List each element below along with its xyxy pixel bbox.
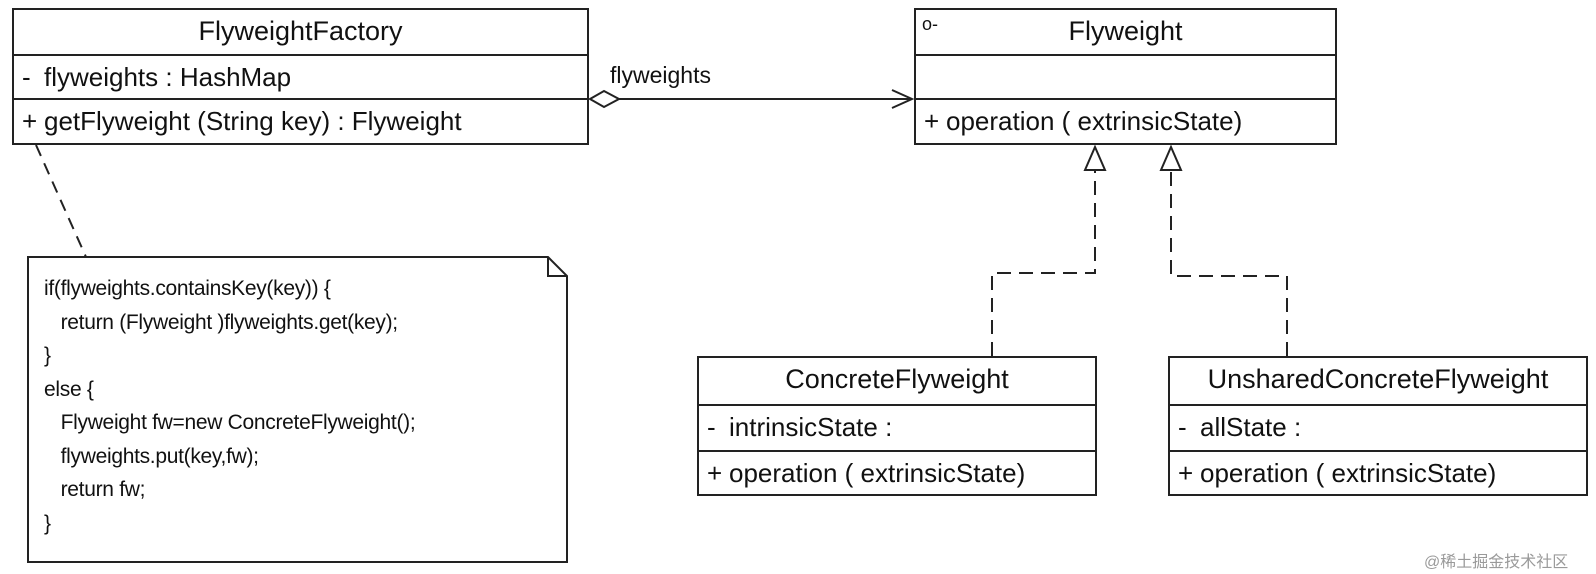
- flyweight-interface: o- Flyweight +operation ( extrinsicState…: [914, 8, 1337, 145]
- realization-line-concrete: [991, 170, 1096, 356]
- class-name: ConcreteFlyweight: [699, 358, 1095, 406]
- visibility-marker: +: [924, 106, 940, 136]
- note-box: [27, 256, 568, 563]
- operation: operation ( extrinsicState): [729, 458, 1026, 488]
- operations-section: +getFlyweight (String key) : Flyweight: [14, 100, 587, 143]
- visibility-marker: -: [22, 62, 31, 92]
- visibility-marker: +: [707, 458, 723, 488]
- aggregation-diamond: [587, 89, 622, 109]
- association-arrowhead: [891, 89, 915, 109]
- attributes-section: -intrinsicState :: [699, 406, 1095, 452]
- attribute: allState :: [1200, 412, 1302, 442]
- attributes-section: -flyweights : HashMap: [14, 56, 587, 100]
- operation: getFlyweight (String key) : Flyweight: [44, 106, 462, 136]
- operation: operation ( extrinsicState): [1200, 458, 1497, 488]
- visibility-marker: +: [22, 106, 38, 136]
- realization-line-unshared: [1170, 170, 1288, 356]
- visibility-marker: +: [1178, 458, 1194, 488]
- interface-icon: o-: [922, 14, 939, 34]
- class-name: UnsharedConcreteFlyweight: [1170, 358, 1586, 406]
- concrete-flyweight-class: ConcreteFlyweight -intrinsicState : +ope…: [697, 356, 1097, 496]
- association-label: flyweights: [610, 62, 711, 88]
- visibility-marker: -: [1178, 412, 1187, 442]
- attributes-section: -allState :: [1170, 406, 1586, 452]
- note-anchor-line: [35, 144, 87, 258]
- operation: operation ( extrinsicState): [946, 106, 1243, 136]
- realization-arrowhead-concrete: [1083, 144, 1107, 171]
- note-code: if(flyweights.containsKey(key)) { return…: [44, 277, 416, 535]
- watermark: @稀土掘金技术社区: [1424, 554, 1569, 571]
- attribute: intrinsicState :: [729, 412, 893, 442]
- realization-arrowhead-unshared: [1159, 144, 1183, 171]
- operations-section: +operation ( extrinsicState): [1170, 452, 1586, 489]
- operations-section: +operation ( extrinsicState): [699, 452, 1095, 489]
- attribute: flyweights : HashMap: [44, 62, 292, 92]
- unshared-concrete-flyweight-class: UnsharedConcreteFlyweight -allState : +o…: [1168, 356, 1588, 496]
- note-fold: [547, 257, 567, 277]
- operations-section: +operation ( extrinsicState): [916, 100, 1335, 137]
- class-name: FlyweightFactory: [14, 10, 587, 56]
- flyweight-factory-class: FlyweightFactory -flyweights : HashMap +…: [12, 8, 589, 145]
- attributes-section: [916, 56, 1335, 100]
- visibility-marker: -: [707, 412, 716, 442]
- class-name: Flyweight: [916, 10, 1335, 56]
